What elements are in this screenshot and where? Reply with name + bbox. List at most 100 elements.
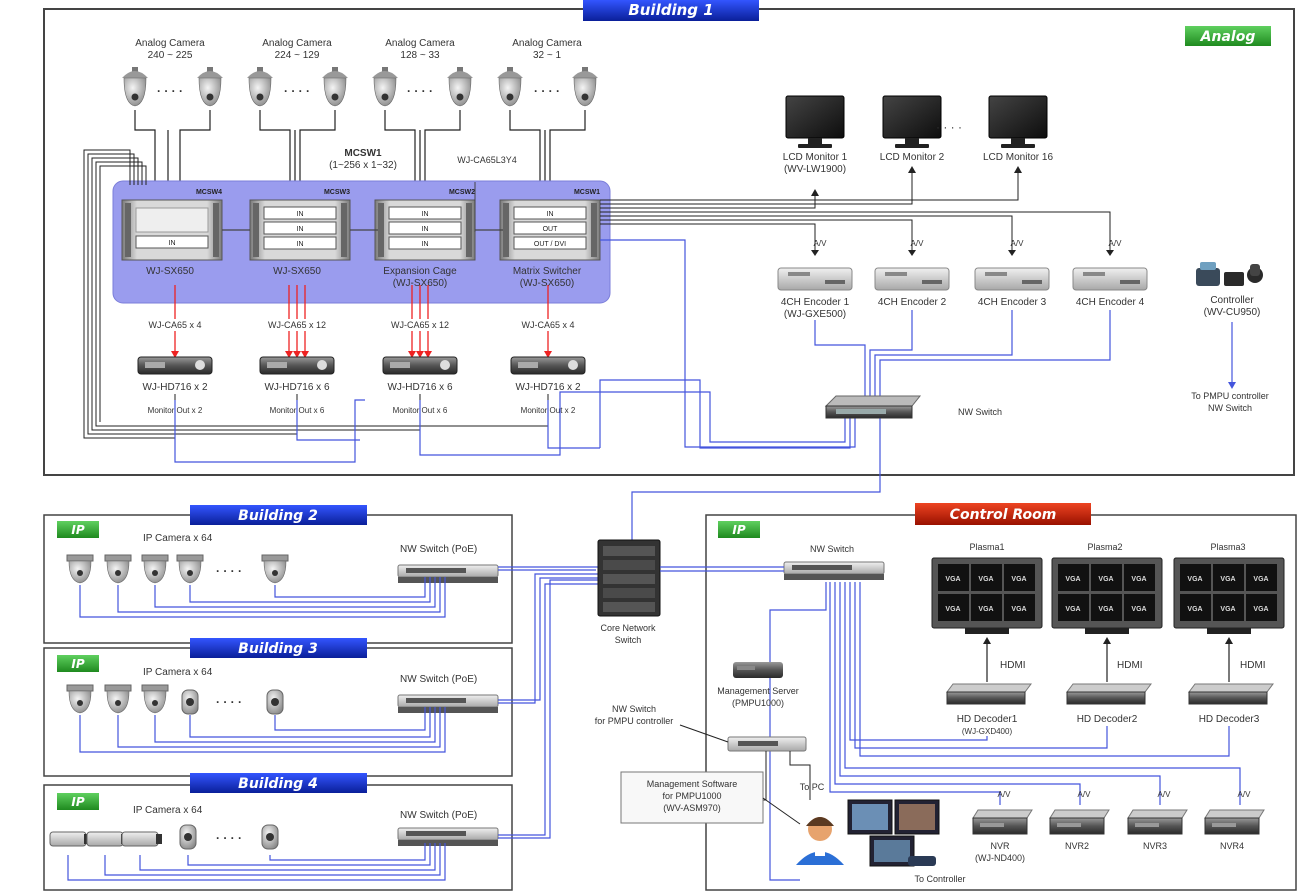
encoder-4-label: 4CH Encoder 4 <box>1076 297 1145 308</box>
module-window <box>135 207 209 233</box>
operator-workstation <box>796 799 940 867</box>
vga-label: VGA <box>1131 606 1146 613</box>
camera-group-3-ellipsis: · · · · <box>407 84 433 98</box>
recorder-panel <box>390 362 410 368</box>
encoder-icon <box>1072 267 1148 291</box>
analog-dome-camera-icon <box>197 67 223 107</box>
module-left-rail <box>125 203 131 257</box>
module-io-row <box>513 236 587 250</box>
mgmt-server-model: (PMPU1000) <box>732 698 784 708</box>
to-controller-label: To Controller <box>914 874 965 884</box>
module-io-row <box>513 221 587 235</box>
module-right-rail <box>341 203 347 257</box>
encoders <box>777 267 1148 291</box>
mcsw1-range: (1~256 x 1~32) <box>329 160 397 171</box>
building-switches <box>397 564 499 846</box>
encoder-icon <box>974 267 1050 291</box>
control-room-badge-label: IP <box>732 523 745 537</box>
controller-model: (WV-CU950) <box>1204 307 1261 318</box>
vga-label: VGA <box>1187 576 1202 583</box>
output-bundle <box>83 149 1111 439</box>
building-ip-lines <box>67 566 606 881</box>
output-arrows <box>811 166 1114 256</box>
vga-cell <box>938 594 969 621</box>
recorder-4-name: WJ-HD716 x 2 <box>515 382 580 393</box>
module-tag: MCSW3 <box>324 189 350 196</box>
to-pc-label: To PC <box>800 782 825 792</box>
ip-bullet-camera-icon <box>121 831 162 847</box>
module-2-name: WJ-SX650 <box>273 266 321 277</box>
nvr-1-model: (WJ-ND400) <box>975 853 1025 863</box>
analog-dome-camera-icon <box>372 67 398 107</box>
decoder-icon <box>1066 683 1152 705</box>
nvr-3-label: NVR3 <box>1143 841 1167 851</box>
plasma-3-label: Plasma3 <box>1210 542 1245 552</box>
encoder-3-label: 4CH Encoder 3 <box>978 297 1047 308</box>
wj-cable-label: WJ-CA65L3Y4 <box>457 155 517 165</box>
vga-cell <box>1180 564 1211 591</box>
b4-cameras-label: IP Camera x 64 <box>133 805 203 816</box>
module-io-label: OUT <box>543 226 559 233</box>
b1-network-lines <box>174 239 1111 540</box>
hdmi-label-3: HDMI <box>1240 660 1266 671</box>
module-tag: MCSW1 <box>574 189 600 196</box>
recorder-3 <box>382 356 458 375</box>
camera-group-4-range: 32 ~ 1 <box>533 50 562 61</box>
control-nw-switch-label: NW Switch <box>810 544 854 554</box>
module-io-row <box>263 206 337 220</box>
camera-group-1-label: Analog Camera <box>135 38 205 49</box>
vga-cell <box>1004 564 1035 591</box>
module-4-name: Matrix Switcher <box>513 266 582 277</box>
recorder-dial <box>568 360 578 370</box>
building-1-title: Building 1 <box>628 1 713 19</box>
module-left-rail <box>378 203 384 257</box>
recorder-panel <box>267 362 287 368</box>
hdmi-label-2: HDMI <box>1117 660 1143 671</box>
mgmt-software-model: (WV-ASM970) <box>663 803 721 813</box>
controller-label: Controller <box>1210 295 1254 306</box>
module-io-label: IN <box>547 211 554 218</box>
mcsw1-caption: MCSW1 <box>344 148 382 159</box>
hdmi-arrows <box>983 637 1233 644</box>
vga-cell <box>1246 594 1277 621</box>
encoder-2-label: 4CH Encoder 2 <box>878 297 947 308</box>
matrix-modules: MCSW4INMCSW3INININMCSW2INININMCSW1INOUTO… <box>121 182 601 261</box>
analog-dome-camera-icon <box>247 67 273 107</box>
encoder-1-model: (WJ-GXE500) <box>784 309 846 320</box>
monitor-ellipsis: · · · · <box>936 120 962 134</box>
controller-link-arrow <box>1228 382 1236 389</box>
core-switch-label: Core Network <box>600 623 656 633</box>
plasma-stand <box>1085 628 1129 634</box>
recorder-2 <box>259 356 335 375</box>
b4-ellipsis: · · · · <box>216 831 242 845</box>
pmpu-switch-label: NW Switch <box>612 704 656 714</box>
building-4-badge: IP <box>71 795 84 809</box>
nvr-av-3: A/V <box>1158 790 1172 799</box>
module-right-rail <box>213 203 219 257</box>
poe-switch-icon <box>397 827 499 846</box>
pmpu-switch-sub: for PMPU controller <box>595 716 674 726</box>
vga-cell <box>1004 594 1035 621</box>
ip-dome-camera-icon <box>261 554 289 584</box>
mgmt-software-callout <box>762 797 801 825</box>
b3-switch-label: NW Switch (PoE) <box>400 674 477 685</box>
module-3-name: Expansion Cage <box>383 266 457 277</box>
b2-switch-label: NW Switch (PoE) <box>400 544 477 555</box>
building-4-title: Building 4 <box>238 776 318 792</box>
ip-dome-camera-icon <box>104 684 132 714</box>
vga-label: VGA <box>1220 576 1235 583</box>
nvr-1-label: NVR <box>990 841 1010 851</box>
switch-icon <box>783 561 885 580</box>
core-control-links <box>660 566 784 572</box>
recorder-body <box>259 356 335 375</box>
vga-label: VGA <box>945 576 960 583</box>
ip-box-camera-icon <box>266 689 284 715</box>
module-4-sub: (WJ-SX650) <box>520 278 574 289</box>
b3-ellipsis: · · · · <box>216 695 242 709</box>
control-room-badge: IP <box>718 521 760 538</box>
vga-cell <box>1091 594 1122 621</box>
vga-label: VGA <box>1253 576 1268 583</box>
